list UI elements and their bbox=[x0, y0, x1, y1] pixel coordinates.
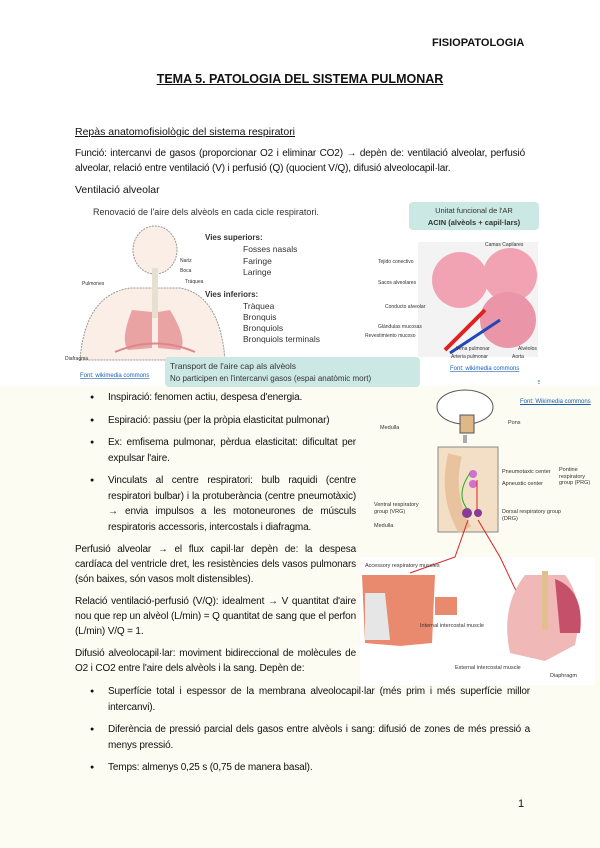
page-title: TEMA 5. PATOLOGIA DEL SISTEMA PULMONAR bbox=[156, 72, 444, 86]
pons-label: Pons bbox=[508, 420, 521, 426]
drg-label: Dorsal respiratory group (DRG) bbox=[502, 509, 561, 522]
apneustic-label: Apneustic center bbox=[502, 481, 543, 487]
list-item: Inspiració: fenomen actiu, despesa d'ene… bbox=[90, 390, 356, 406]
external-intercostal-label: External intercostal muscle bbox=[455, 665, 521, 671]
list-item: Diferència de pressió parcial dels gasos… bbox=[90, 722, 530, 753]
acin-label: Revestimiento mucoso bbox=[365, 333, 416, 339]
acin-label: Aorta bbox=[512, 354, 524, 360]
muscles-illustration bbox=[362, 571, 581, 661]
lower-airways-title: Vies inferiors: bbox=[205, 290, 258, 299]
diffusion-paragraph: Difusió alveolocapil·lar: moviment bidir… bbox=[75, 648, 356, 674]
list-item: Vinculats al centre respiratori: bulb ra… bbox=[90, 473, 356, 535]
airway-item: Bronquiols bbox=[243, 323, 283, 333]
body-label: Diafragma bbox=[65, 356, 88, 362]
brain-illustration bbox=[409, 389, 519, 596]
acin-label: Tejido conectivo bbox=[378, 259, 414, 265]
source-link[interactable]: Font: Wikimedia commons bbox=[520, 399, 591, 405]
list-item: Temps: almenys 0,25 s (0,75 de manera ba… bbox=[90, 760, 530, 776]
body-label: Nariz bbox=[180, 258, 192, 264]
acin-label: Vena pulmonar bbox=[456, 346, 490, 352]
acin-box-line: Unitat funcional de l'AR bbox=[435, 206, 513, 215]
airway-item: Bronquiols terminals bbox=[243, 334, 320, 344]
internal-intercostal-label: Internal intercostal muscle bbox=[420, 623, 484, 629]
acin-label: Sacos alveolares bbox=[378, 280, 417, 286]
function-paragraph: Funció: intercanvi de gasos (proporciona… bbox=[75, 148, 525, 174]
ventilation-figure: Renovació de l'aire dels alvèols en cada… bbox=[65, 202, 540, 387]
acin-label: Conducto alveolar bbox=[385, 304, 426, 310]
diaphragm-label: Diaphragm bbox=[550, 673, 577, 679]
vrg-label: Ventral respiratory group (VRG) bbox=[374, 502, 419, 515]
acin-label: Arteria pulmonar bbox=[451, 354, 488, 360]
prg-label: Pontine respiratory group (PRG) bbox=[559, 467, 591, 486]
transport-box bbox=[165, 357, 420, 387]
perfusion-paragraph: Perfusió alveolar → el flux capil·lar de… bbox=[75, 544, 356, 585]
diffusion-bullets: Superfície total i espessor de la membra… bbox=[90, 684, 530, 776]
ventilation-heading: Ventilació alveolar bbox=[75, 184, 160, 196]
upper-airways-title: Vies superiors: bbox=[205, 233, 263, 242]
transport-box-line: Transport de l'aire cap als alvèols bbox=[170, 361, 296, 371]
section-heading: Repàs anatomofisiològic del sistema resp… bbox=[75, 126, 296, 138]
airway-item: Tràquea bbox=[243, 301, 275, 311]
source-link: Font: wikimedia commons bbox=[80, 373, 149, 379]
acin-label: Glándulas mucosas bbox=[378, 324, 422, 330]
header-subject: FISIOPATOLOGIA bbox=[432, 37, 525, 49]
acin-box bbox=[409, 202, 539, 230]
list-item: Ex: emfisema pulmonar, pèrdua elasticita… bbox=[90, 435, 356, 466]
figure-caption: Renovació de l'aire dels alvèols en cada… bbox=[93, 207, 319, 217]
page-number: 1 bbox=[518, 798, 525, 810]
vq-paragraph: Relació ventilació-perfusió (V/Q): ideal… bbox=[75, 596, 356, 637]
respiratory-body-illustration bbox=[79, 225, 226, 361]
respiratory-center-drawing bbox=[360, 389, 595, 685]
airway-item: Bronquis bbox=[243, 312, 277, 322]
medulla-label: Medulla bbox=[380, 425, 400, 431]
airway-item: Faringe bbox=[243, 256, 272, 266]
acin-label: Alvéolos bbox=[518, 346, 537, 352]
acin-box-line: ACIN (alvèols + capil·lars) bbox=[428, 218, 521, 227]
airway-item: Fosses nasals bbox=[243, 244, 297, 254]
source-link: Font: wikimedia commons bbox=[450, 366, 519, 372]
body-text-column: Inspiració: fenomen actiu, despesa d'ene… bbox=[75, 390, 540, 783]
airway-item: Laringe bbox=[243, 267, 272, 277]
acin-label: Camas Capilares bbox=[485, 242, 524, 248]
body-label: Pulmones bbox=[82, 281, 105, 287]
medulla-label: Medulla bbox=[374, 523, 394, 529]
ventilation-bullets: Inspiració: fenomen actiu, despesa d'ene… bbox=[90, 390, 356, 535]
body-label: Tráquea bbox=[185, 279, 204, 285]
respiratory-center-figure: Font: Wikimedia commons Medulla Pons Pne… bbox=[360, 385, 595, 685]
body-label: Boca bbox=[180, 268, 192, 274]
list-item: Espiració: passiu (per la pròpia elastic… bbox=[90, 413, 356, 429]
acinus-illustration bbox=[418, 242, 538, 357]
transport-box-line: No participen en l'intercanvi gasos (esp… bbox=[170, 374, 372, 383]
list-item: Superfície total i espessor de la membra… bbox=[90, 684, 530, 715]
pneumotaxic-label: Pneumotaxic center bbox=[502, 469, 551, 475]
slide-number: 5 bbox=[538, 380, 540, 386]
accessory-muscles-label: Accessory respiratory muscles bbox=[365, 563, 440, 569]
